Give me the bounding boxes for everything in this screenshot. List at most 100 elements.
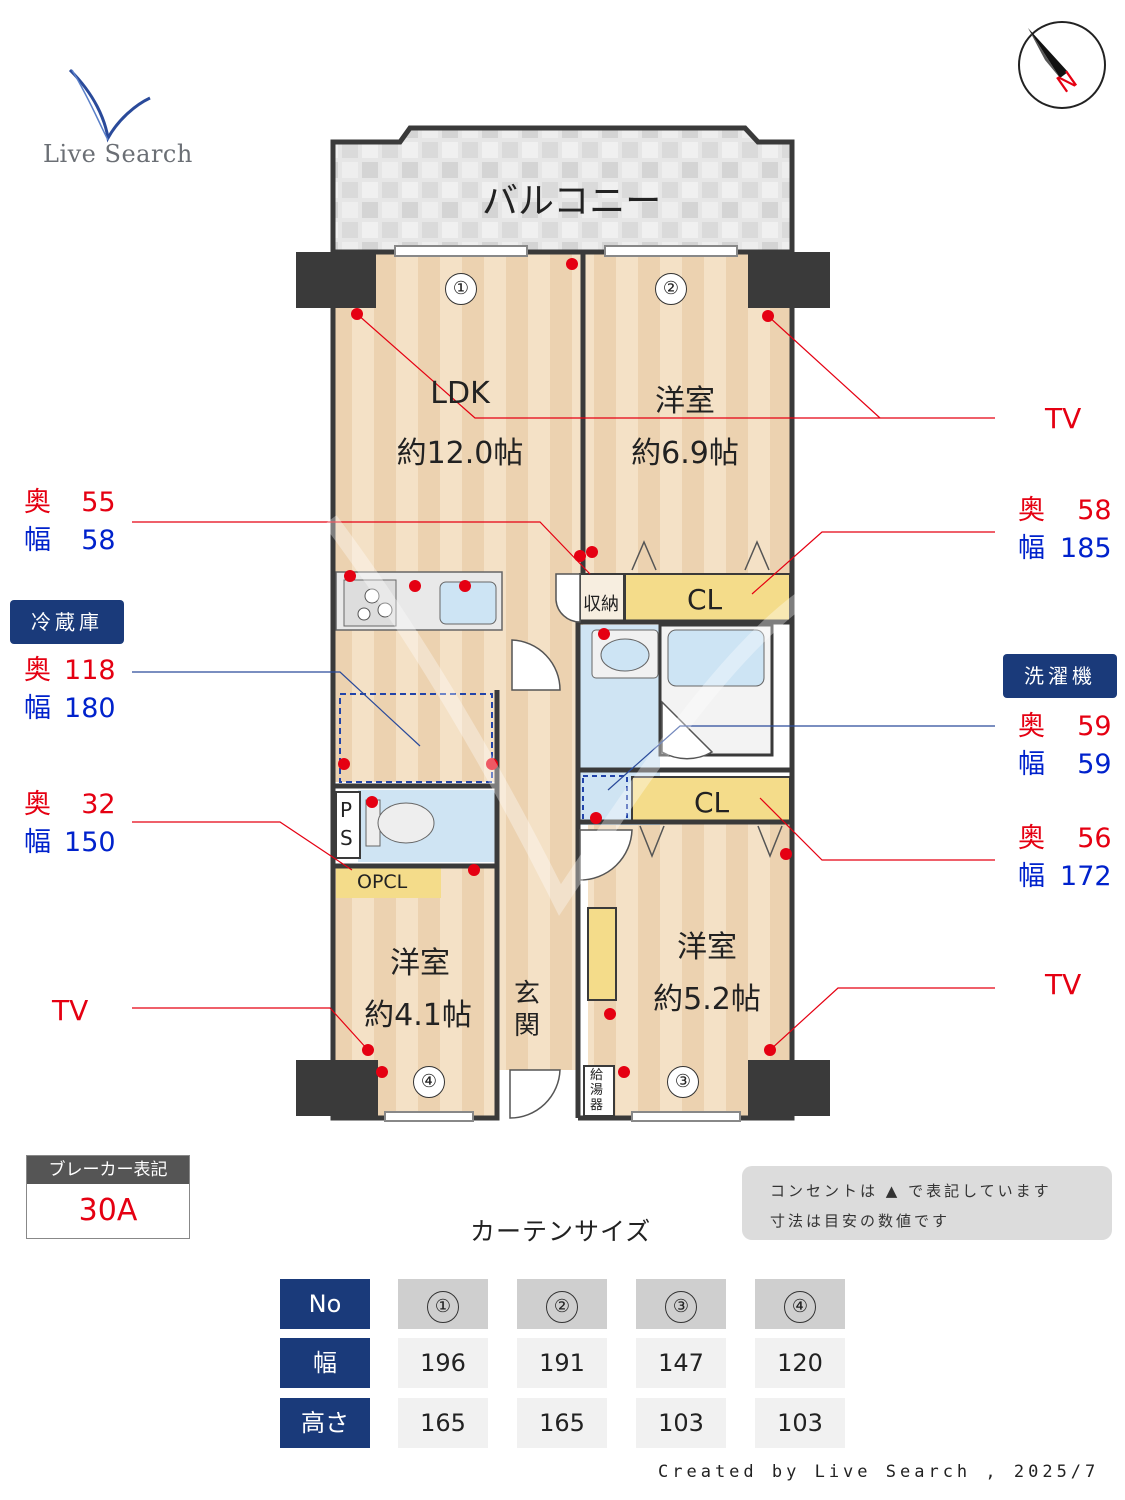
toilet xyxy=(365,799,435,847)
width-value: 180 xyxy=(64,693,116,724)
western-room-2-name: 洋室 xyxy=(677,930,737,965)
curtain-width-4: 120 xyxy=(755,1338,845,1388)
curtain-height-4: 103 xyxy=(755,1398,845,1448)
western-room-2-size: 約5.2帖 xyxy=(653,982,761,1017)
depth-value: 118 xyxy=(64,655,116,686)
ldk-size: 約12.0帖 xyxy=(396,436,524,471)
header-width: 幅 xyxy=(280,1338,370,1388)
breaker-box: ブレーカー表記 30A xyxy=(26,1155,190,1239)
window-number-3: ③ xyxy=(667,1066,699,1098)
dim-block-d3: 奥 32 幅 150 xyxy=(24,790,116,858)
washer-tag: 洗濯機 xyxy=(1003,654,1117,698)
western-room-3-size: 約4.1帖 xyxy=(364,998,472,1033)
tv-label-right-bottom: TV xyxy=(1045,968,1082,1001)
depth-label: 奥 xyxy=(1018,823,1045,854)
note-line-2: 寸法は目安の数値です xyxy=(770,1212,951,1230)
water-heater-label: 給湯器 xyxy=(590,1068,604,1113)
window-number-4: ④ xyxy=(413,1066,445,1098)
depth-label: 奥 xyxy=(1018,711,1045,742)
tv-label-right-top: TV xyxy=(1045,402,1082,435)
shoe-closet xyxy=(587,907,617,1001)
curtain-number-4: ④ xyxy=(784,1291,816,1323)
opcl-closet xyxy=(336,866,441,898)
width-label: 幅 xyxy=(24,525,51,556)
width-value: 58 xyxy=(81,525,116,556)
curtain-number-3: ③ xyxy=(665,1291,697,1323)
header-no: No xyxy=(280,1279,370,1329)
column-bottom-right xyxy=(748,1060,830,1116)
dim-block-fridge: 奥 118 幅 180 xyxy=(24,656,116,724)
compass-icon xyxy=(1018,21,1106,109)
depth-value: 59 xyxy=(1077,711,1112,742)
dim-block-washer: 奥 59 幅 59 xyxy=(1018,712,1112,780)
dim-block-r3: 奥 56 幅 172 xyxy=(1018,824,1112,892)
bathtub xyxy=(667,629,765,687)
depth-value: 56 xyxy=(1077,823,1112,854)
curtain-width-1: 196 xyxy=(398,1338,488,1388)
depth-label: 奥 xyxy=(24,487,51,518)
credit-text: Created by Live Search , 2025/7 xyxy=(658,1462,1100,1482)
closet-1-label: CL xyxy=(687,583,723,616)
leader-lines xyxy=(132,313,995,1051)
curtain-height-3: 103 xyxy=(636,1398,726,1448)
window-number-2: ② xyxy=(655,273,687,305)
kitchen-counter xyxy=(335,571,503,631)
fridge-tag: 冷蔵庫 xyxy=(10,600,124,644)
closet-2-label: CL xyxy=(694,786,730,819)
depth-value: 32 xyxy=(81,789,116,820)
doors xyxy=(509,573,714,1119)
width-value: 150 xyxy=(64,827,116,858)
curtain-height-1: 165 xyxy=(398,1398,488,1448)
width-label: 幅 xyxy=(1018,533,1045,564)
column-top-left xyxy=(296,252,376,308)
opcl-label: OPCL xyxy=(357,871,408,893)
dim-block-d1: 奥 55 幅 58 xyxy=(24,488,116,556)
ps-label: PS xyxy=(340,798,353,850)
width-label: 幅 xyxy=(1018,749,1045,780)
storage-closet xyxy=(579,573,625,623)
hall-floor xyxy=(497,690,577,1070)
fridge-space xyxy=(339,693,493,783)
depth-value: 58 xyxy=(1077,495,1112,526)
balcony-label: バルコニー xyxy=(482,181,662,222)
curtain-title: カーテンサイズ xyxy=(470,1217,652,1246)
ps-shaft xyxy=(335,791,361,859)
width-value: 172 xyxy=(1060,861,1112,892)
closet-1 xyxy=(624,573,791,623)
depth-label: 奥 xyxy=(24,789,51,820)
column-bottom-left xyxy=(296,1060,378,1116)
note-box: コンセントは ▲ で表記しています 寸法は目安の数値です xyxy=(742,1166,1112,1240)
curtain-height-2: 165 xyxy=(517,1398,607,1448)
breaker-label: ブレーカー表記 xyxy=(27,1156,189,1184)
curtain-width-3: 147 xyxy=(636,1338,726,1388)
column-top-right xyxy=(748,252,830,308)
western-room-1-size: 約6.9帖 xyxy=(631,436,739,471)
depth-label: 奥 xyxy=(1018,495,1045,526)
tv-label-left-bottom: TV xyxy=(52,994,89,1027)
width-label: 幅 xyxy=(24,827,51,858)
width-value: 185 xyxy=(1060,533,1112,564)
live-search-logo xyxy=(68,68,151,143)
floor-plan xyxy=(68,21,1106,1122)
width-label: 幅 xyxy=(24,693,51,724)
logo-text: Live Search xyxy=(43,140,193,168)
closet-door-marks xyxy=(631,540,783,859)
western-room-3-name: 洋室 xyxy=(390,946,450,981)
depth-label: 奥 xyxy=(24,655,51,686)
outlets xyxy=(338,258,792,1078)
dim-block-r1: 奥 58 幅 185 xyxy=(1018,496,1112,564)
storage-label: 収納 xyxy=(583,594,619,615)
entrance-label: 玄関 xyxy=(514,979,541,1041)
window-number-1: ① xyxy=(445,273,477,305)
width-label: 幅 xyxy=(1018,861,1045,892)
breaker-value: 30A xyxy=(78,1193,138,1228)
header-height: 高さ xyxy=(280,1398,370,1448)
curtain-width-2: 191 xyxy=(517,1338,607,1388)
curtain-number-1: ① xyxy=(427,1291,459,1323)
western-room-1-name: 洋室 xyxy=(655,384,715,419)
ldk-name: LDK xyxy=(430,376,490,411)
note-line-1: コンセントは ▲ で表記しています xyxy=(770,1182,1052,1200)
width-value: 59 xyxy=(1077,749,1112,780)
curtain-number-2: ② xyxy=(546,1291,578,1323)
depth-value: 55 xyxy=(81,487,116,518)
